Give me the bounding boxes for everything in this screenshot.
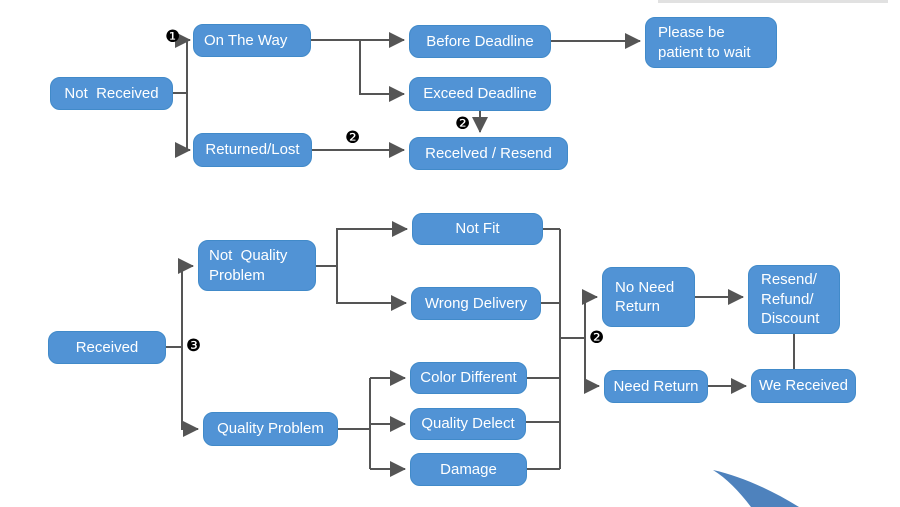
node-not-fit: Not Fit (412, 213, 543, 245)
node-we-received: We Received (751, 369, 856, 403)
node-quality-problem: Quality Problem (203, 412, 338, 446)
step-marker-2-return-split: ❷ (589, 328, 605, 348)
step-marker-1: ❶ (165, 27, 181, 47)
node-quality-delect: Quality Delect (410, 408, 526, 440)
cropped-top-edge (658, 0, 888, 3)
step-marker-2-returned: ❷ (345, 128, 361, 148)
swoosh-logo (713, 470, 799, 507)
node-returned-lost: Returned/Lost (193, 133, 312, 167)
node-not-quality-problem: Not Quality Problem (198, 240, 316, 291)
node-not-received: Not Received (50, 77, 173, 110)
step-marker-2-exceed: ❷ (455, 114, 471, 134)
node-received: Received (48, 331, 166, 364)
node-before-deadline: Before Deadline (409, 25, 551, 58)
node-on-the-way: On The Way (193, 24, 311, 57)
node-exceed-deadline: Exceed Deadline (409, 77, 551, 111)
step-marker-3: ❸ (186, 336, 202, 356)
node-wrong-delivery: Wrong Delivery (411, 287, 541, 320)
node-please-wait: Please be patient to wait (645, 17, 777, 68)
node-color-different: Color Different (410, 362, 527, 394)
node-damage: Damage (410, 453, 527, 486)
node-received-resend: Recelved / Resend (409, 137, 568, 170)
node-need-return: Need Return (604, 370, 708, 403)
node-resend-refund-discount: Resend/ Refund/ Discount (748, 265, 840, 334)
node-no-need-return: No Need Return (602, 267, 695, 327)
